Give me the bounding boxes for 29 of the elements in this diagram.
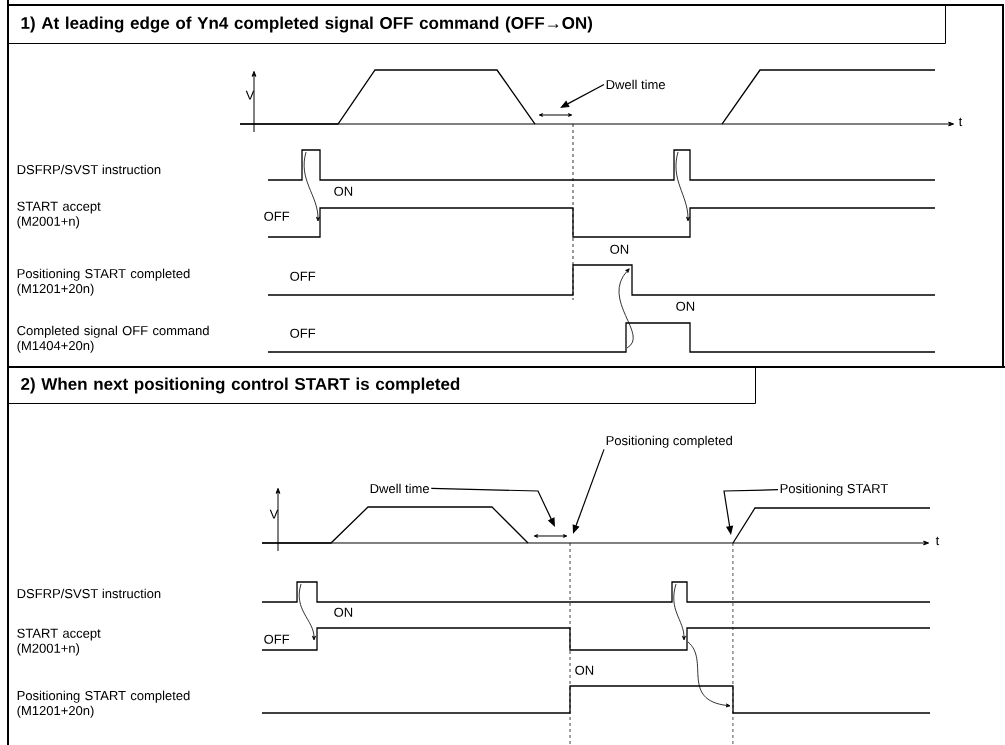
signal-label: V xyxy=(269,509,279,519)
signal-label: START accept (M2001+n) xyxy=(17,201,101,229)
signal-label: ON xyxy=(610,244,629,254)
callout-text: Positioning completed xyxy=(606,435,732,448)
signal-label: Positioning START completed (M1201+20n) xyxy=(17,268,190,296)
signal-label: DSFRP/SVST instruction xyxy=(17,588,161,599)
signal-label: ON xyxy=(334,186,353,196)
signal-label: t xyxy=(958,117,963,127)
signal-label: OFF xyxy=(290,271,316,281)
leader-arrow xyxy=(572,448,605,534)
signal-label: START accept (M2001+n) xyxy=(17,628,101,656)
leader-arrow xyxy=(430,487,555,527)
signal-label: Positioning START completed (M1201+20n) xyxy=(17,690,190,718)
signal-label: t xyxy=(935,536,940,546)
signal-label: OFF xyxy=(290,328,316,338)
signal-label: V xyxy=(245,90,255,100)
signal-label: OFF xyxy=(264,634,290,644)
signal-label: ON xyxy=(676,301,695,311)
callout-text: Dwell time xyxy=(606,79,665,90)
heading-box: 1) At leading edge of Yn4 completed signal OFF command (OFF→ON) xyxy=(8,5,946,44)
signal-label: DSFRP/SVST instruction xyxy=(17,164,161,175)
signal-label: OFF xyxy=(264,211,290,221)
signal-label: ON xyxy=(575,665,594,675)
signal-label: ON xyxy=(334,607,353,617)
leader-arrow xyxy=(560,83,605,108)
callout-text: Dwell time xyxy=(370,483,429,494)
callout-text: Positioning START xyxy=(780,483,888,496)
heading-box: 2) When next positioning control START is completed xyxy=(8,367,756,404)
signal-label: Completed signal OFF command (M1404+20n) xyxy=(17,325,209,353)
